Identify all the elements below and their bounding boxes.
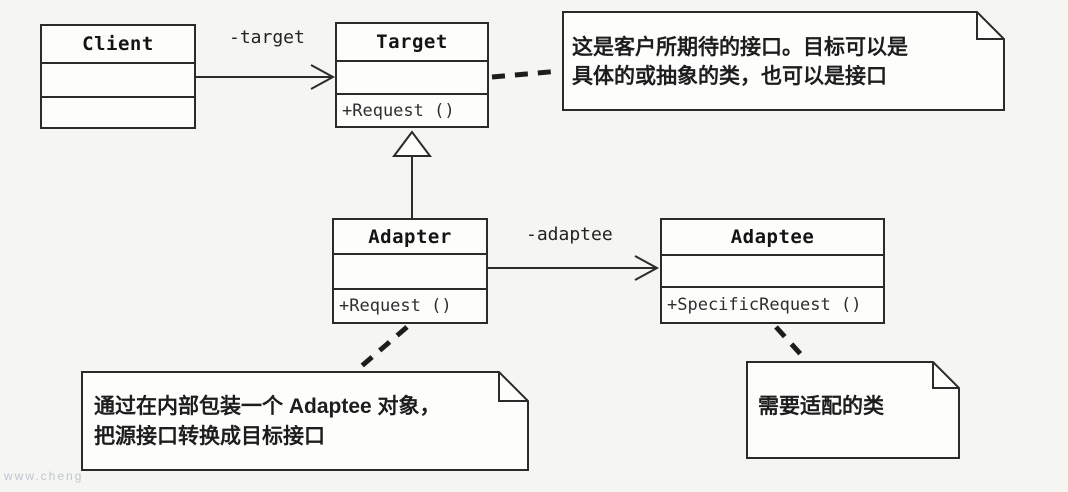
target-note-line2: 具体的或抽象的类，也可以是接口 [572,65,887,88]
watermark-text: www.cheng [4,469,84,483]
note-fold-icon [932,362,959,389]
target-note-line1: 这是客户所期待的接口。目标可以是 [572,36,908,59]
target-note-text: 这是客户所期待的接口。目标可以是 具体的或抽象的类，也可以是接口 [572,33,908,91]
adapter-note-dashed-connector [355,325,409,372]
class-client-attributes [42,64,194,98]
class-adapter-name: Adapter [334,220,486,255]
class-target-attributes [337,62,487,95]
class-box-adapter: Adapter +Request () [332,218,488,324]
class-adapter-attributes [334,255,486,290]
adapter-note-text: 通过在内部包装一个 Adaptee 对象， 把源接口转换成目标接口 [94,392,441,452]
class-target-name: Target [337,24,487,62]
class-adaptee-operations: +SpecificRequest () [667,295,862,315]
adaptee-note-dashed-connector [774,325,808,362]
class-adaptee-attributes [662,256,883,288]
class-client-operations [42,98,194,127]
adaptee-note-shape [746,361,960,459]
target-note-dashed-connector [491,68,561,80]
open-arrowhead-icon [310,64,336,90]
open-arrowhead-icon [634,255,660,281]
adaptee-note-line1: 需要适配的类 [758,395,884,418]
adapter-note-line2: 把源接口转换成目标接口 [94,425,325,448]
class-box-adaptee: Adaptee +SpecificRequest () [660,218,885,324]
adapter-note-shape [81,371,529,471]
class-adaptee-name: Adaptee [662,220,883,256]
class-client-name: Client [42,26,194,64]
class-box-target: Target +Request () [335,22,489,128]
association-label-adaptee: -adaptee [526,224,613,245]
class-target-operations: +Request () [342,100,455,121]
class-box-client: Client [40,24,196,129]
target-note-shape [562,11,1005,111]
generalization-triangle-icon [392,130,432,157]
association-label-target: -target [229,27,305,48]
adaptee-note-text: 需要适配的类 [758,396,884,418]
note-fold-icon [976,12,1004,40]
adapter-note-line1: 通过在内部包装一个 Adaptee 对象， [94,395,441,418]
note-fold-icon [498,372,528,402]
class-adapter-operations: +Request () [339,296,452,316]
